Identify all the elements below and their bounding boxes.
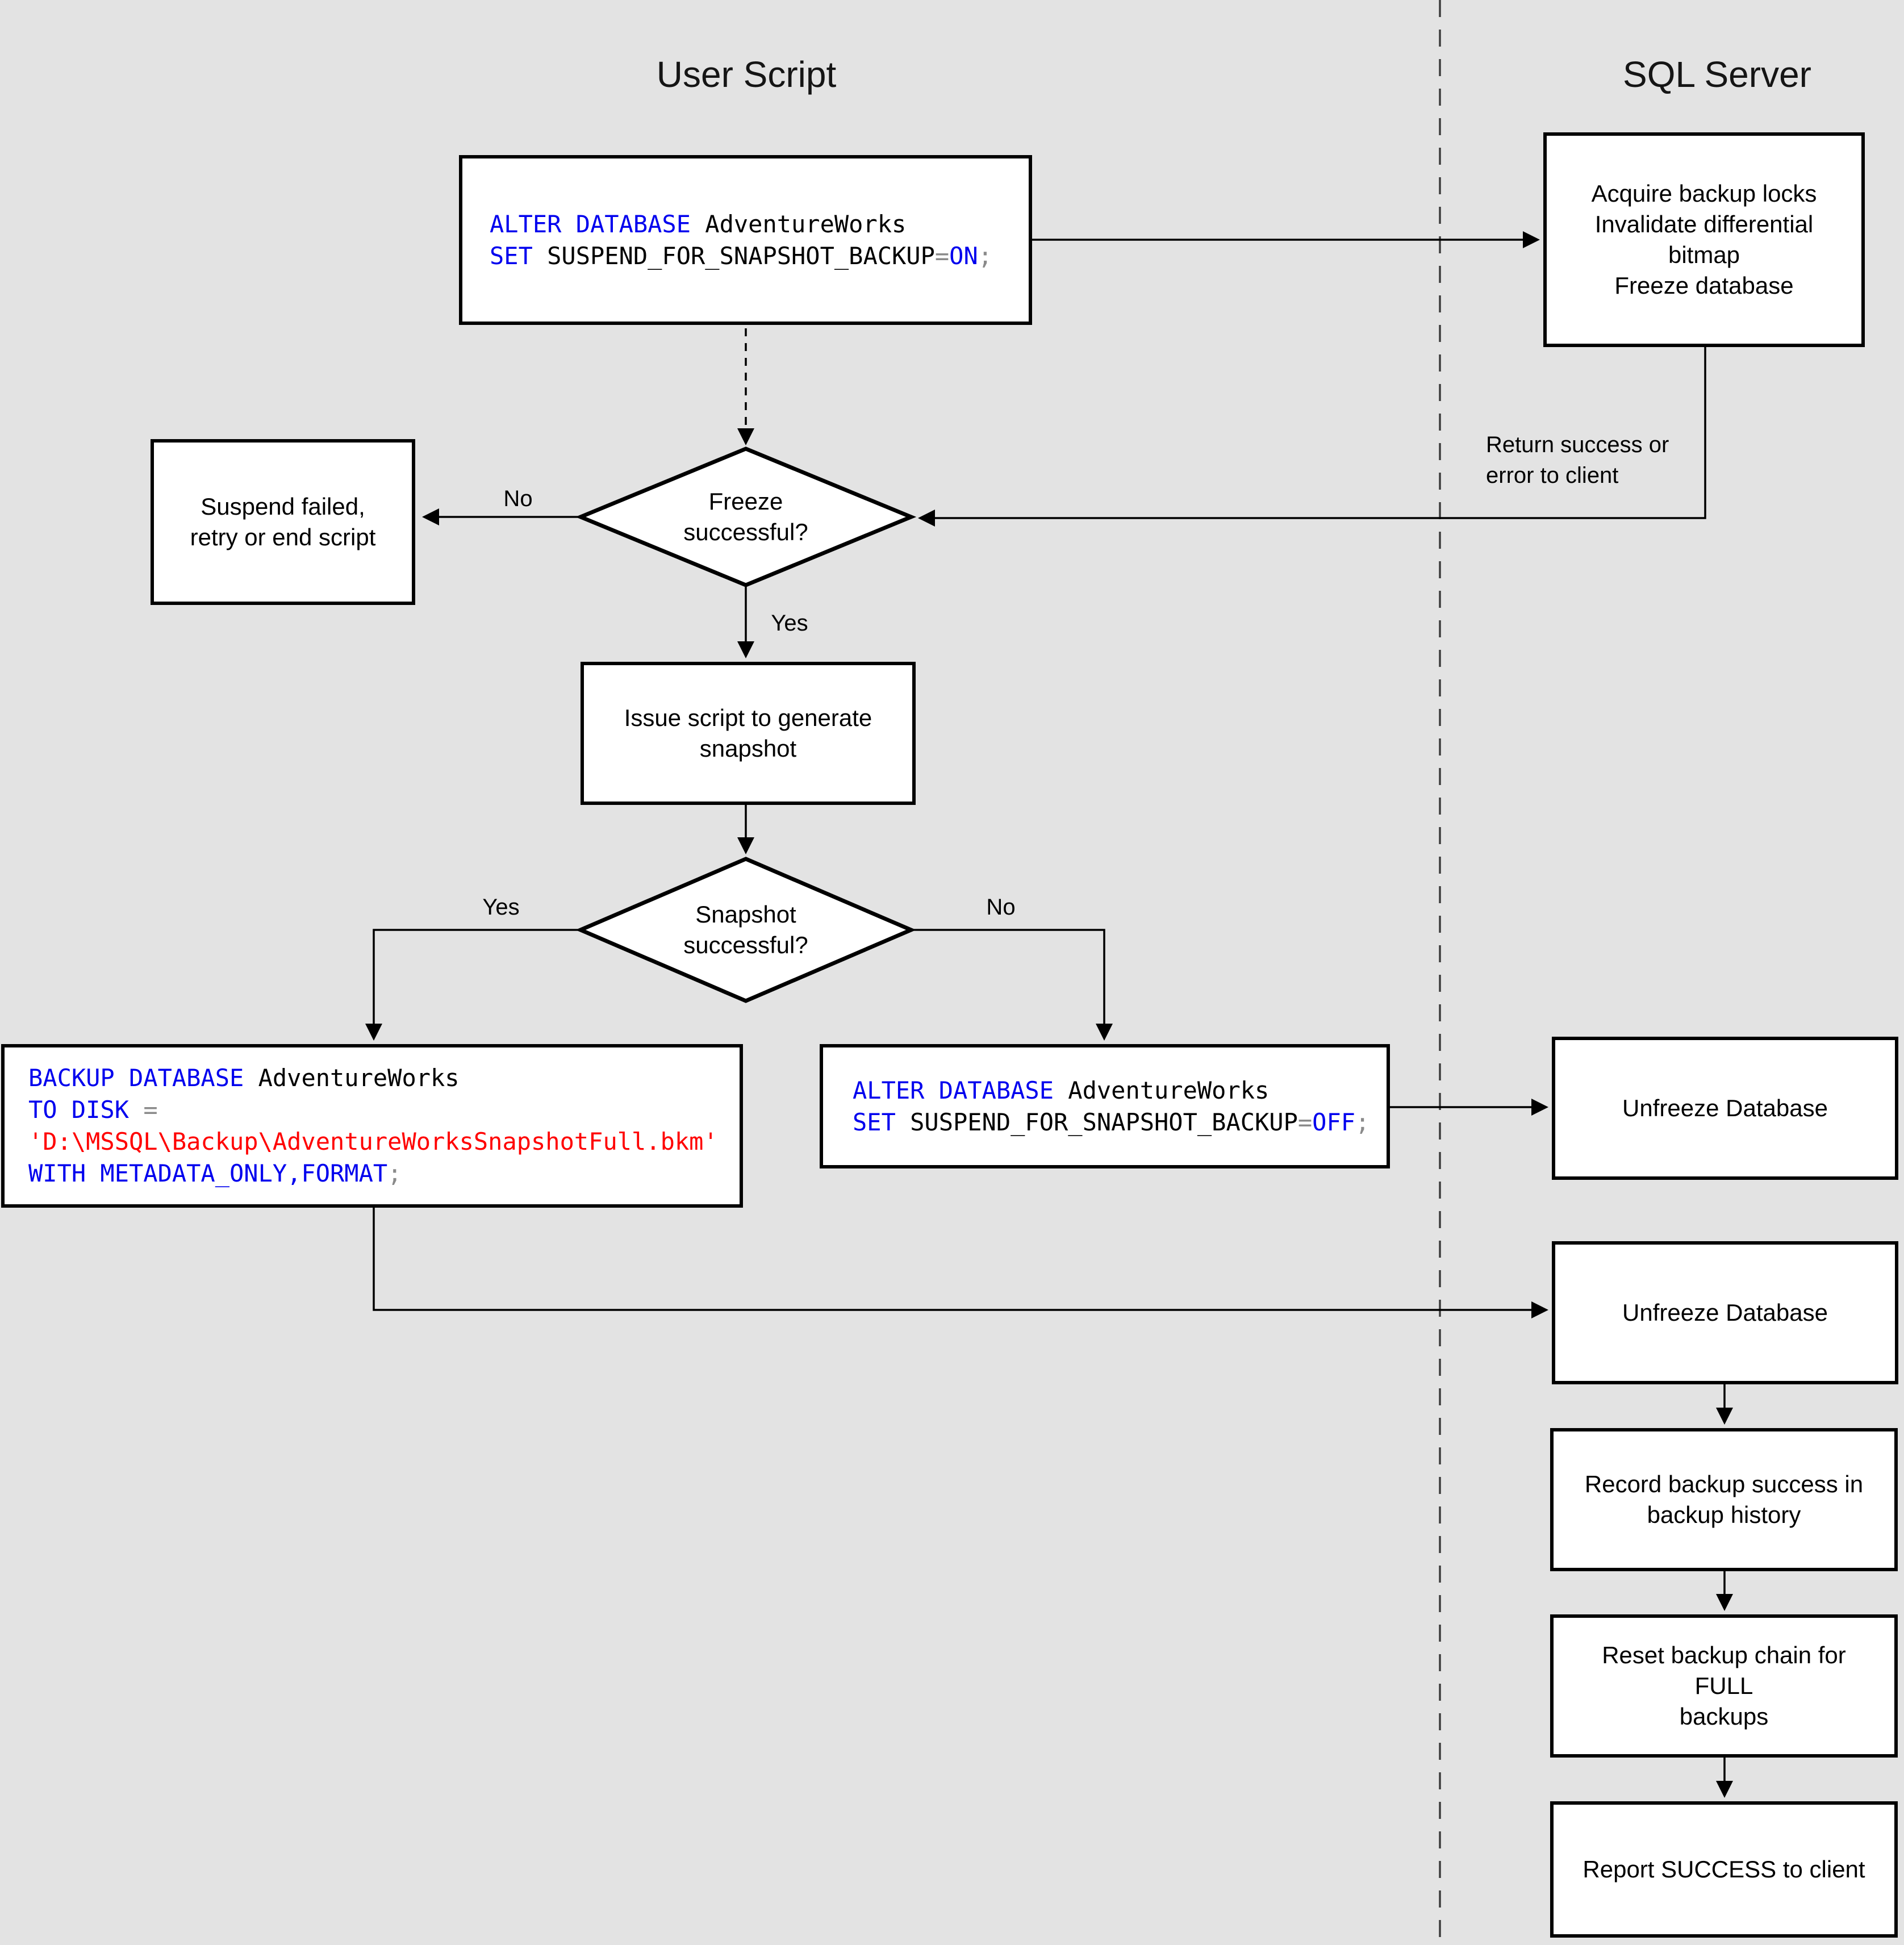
code-line: ALTER DATABASE AdventureWorks — [490, 210, 907, 238]
node-report-success: Report SUCCESS to client — [1550, 1801, 1898, 1938]
snapshot-decision-shape — [575, 857, 916, 1003]
edge-snapshot-yes-to-backup — [365, 929, 581, 1041]
edge-acquire-to-freeze-decision — [918, 347, 1706, 527]
lane-title-sql-server: SQL Server — [1623, 54, 1811, 95]
code-line: BACKUP DATABASE AdventureWorks — [28, 1064, 460, 1092]
freeze-decision-shape — [575, 446, 917, 587]
node-record-backup-history: Record backup success in backup history — [1550, 1428, 1898, 1571]
code-line: WITH METADATA_ONLY,FORMAT; — [28, 1159, 402, 1187]
code-line: SET SUSPEND_FOR_SNAPSHOT_BACKUP=OFF; — [853, 1108, 1370, 1136]
edge-label-snapshot-no: No — [986, 895, 1016, 920]
edge-label-return-status: Return success or error to client — [1486, 432, 1669, 488]
edge-label-freeze-no: No — [503, 486, 533, 511]
code-line: TO DISK = — [28, 1096, 158, 1124]
code-line: 'D:\MSSQL\Backup\AdventureWorksSnapshotF… — [28, 1128, 718, 1155]
node-unfreeze-database-1: Unfreeze Database — [1552, 1037, 1898, 1180]
freeze-decision-label: Freeze successful? — [683, 488, 808, 545]
code-line: SET SUSPEND_FOR_SNAPSHOT_BACKUP=ON; — [490, 241, 993, 270]
snapshot-decision-label: Snapshot successful? — [683, 901, 808, 958]
edge-backup-to-unfreeze-2 — [373, 1208, 1548, 1318]
node-issue-snapshot-script: Issue script to generate snapshot — [581, 662, 916, 805]
code-line: ALTER DATABASE AdventureWorks — [853, 1076, 1270, 1104]
node-backup-database-metadata-only: BACKUP DATABASE AdventureWorks TO DISK = '… — [1, 1044, 743, 1208]
node-suspend-failed: Suspend failed, retry or end script — [151, 439, 415, 605]
edge-snapshot-no-to-alter-off — [911, 929, 1113, 1041]
node-unfreeze-database-2: Unfreeze Database — [1552, 1241, 1898, 1384]
edge-label-snapshot-yes: Yes — [482, 895, 520, 920]
edge-label-freeze-yes: Yes — [771, 611, 808, 636]
node-reset-backup-chain: Reset backup chain for FULL backups — [1550, 1614, 1898, 1758]
lane-title-user-script: User Script — [656, 54, 837, 95]
node-acquire-backup-locks: Acquire backup locks Invalidate differen… — [1543, 132, 1865, 347]
